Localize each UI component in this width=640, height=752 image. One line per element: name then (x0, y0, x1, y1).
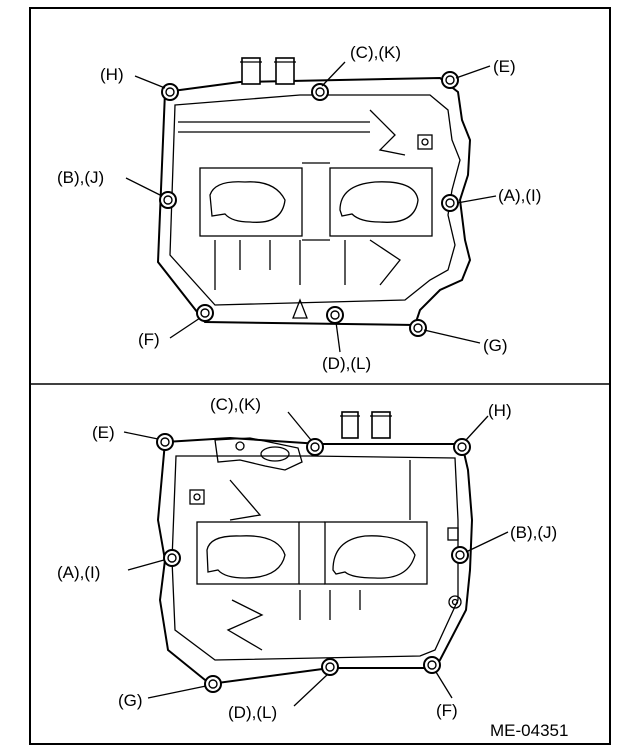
bottom-bolt-ck (306, 438, 324, 456)
top-cover-view: (H) (C),(K) (E) (B),(J) (A),(I) (F) (D),… (57, 43, 541, 373)
top-bolt-e (441, 71, 459, 89)
top-bolt-ai (441, 194, 459, 212)
bottom-label-e: (E) (92, 423, 115, 442)
bottom-bolt-bj (451, 546, 469, 564)
top-bolt-dl (326, 306, 344, 324)
top-label-ck: (C),(K) (350, 43, 401, 62)
bottom-label-dl: (D),(L) (228, 703, 277, 722)
top-label-e: (E) (493, 57, 516, 76)
bottom-label-bj: (B),(J) (510, 523, 557, 542)
top-bolt-bj (159, 191, 177, 209)
bottom-cover-view: (E) (C),(K) (H) (A),(I) (B),(J) (G) (D),… (57, 395, 557, 722)
top-label-g: (G) (483, 336, 508, 355)
bottom-label-f: (F) (436, 701, 458, 720)
bottom-bolt-h (453, 438, 471, 456)
top-label-ai: (A),(I) (498, 186, 541, 205)
top-label-dl: (D),(L) (322, 354, 371, 373)
bottom-label-h: (H) (488, 401, 512, 420)
top-bolt-g (409, 319, 427, 337)
bottom-bolt-g (204, 675, 222, 693)
figure-border (29, 7, 611, 745)
top-label-h: (H) (100, 65, 124, 84)
bottom-bolt-ai (163, 549, 181, 567)
figure-code: ME-04351 (490, 721, 568, 740)
bottom-bolt-e (156, 433, 174, 451)
top-label-bj: (B),(J) (57, 168, 104, 187)
bottom-label-g: (G) (118, 691, 143, 710)
bottom-bolt-dl (321, 658, 339, 676)
top-bolt-ck (311, 83, 329, 101)
bottom-label-ai: (A),(I) (57, 563, 100, 582)
top-label-f: (F) (138, 330, 160, 349)
bottom-label-ck: (C),(K) (210, 395, 261, 414)
top-bolt-f (196, 304, 214, 322)
bottom-bolt-f (423, 656, 441, 674)
top-bolt-h (161, 83, 179, 101)
